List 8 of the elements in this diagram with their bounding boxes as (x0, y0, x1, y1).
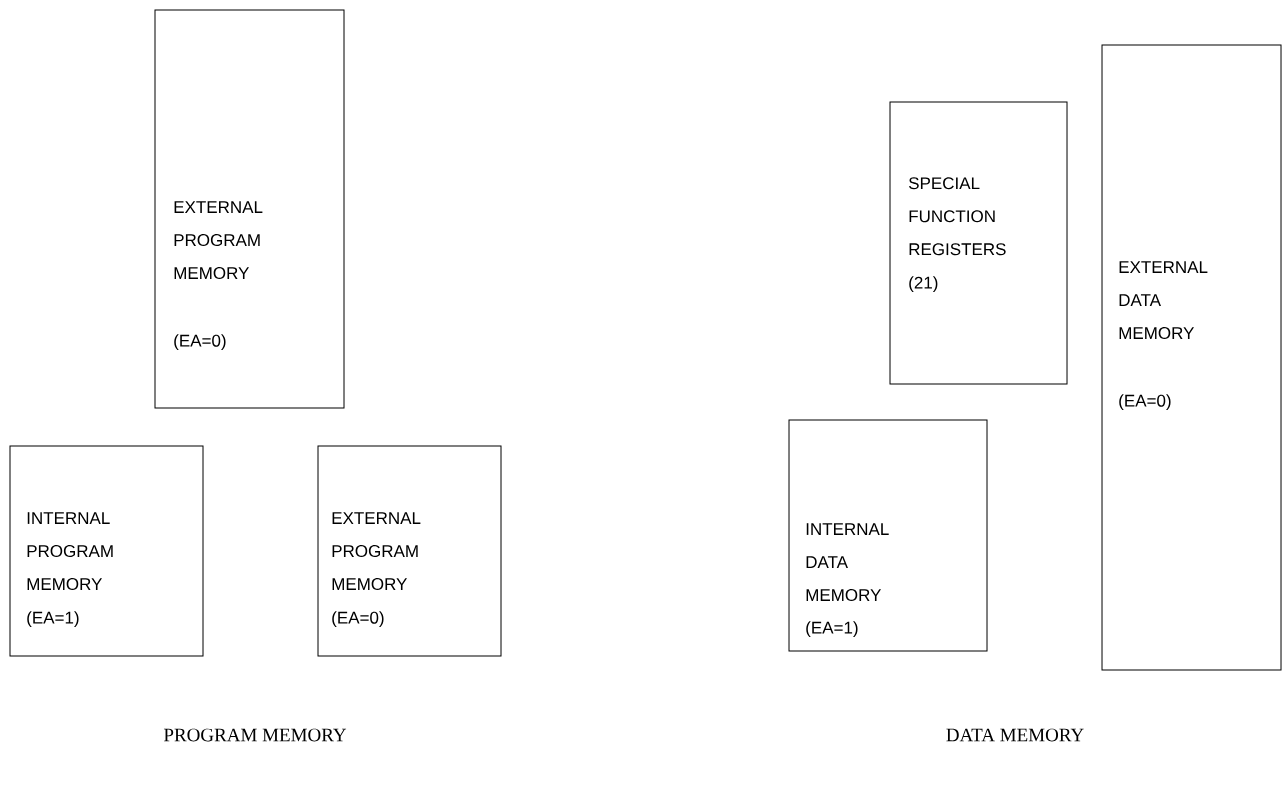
section-label: DATA MEMORY (946, 728, 1084, 742)
memory-box: EXTERNAL PROGRAM MEMORY (EA=0) (317, 445, 502, 657)
section-label: PROGRAM MEMORY (163, 728, 347, 742)
memory-box: EXTERNAL DATA MEMORY (EA=0) (1101, 44, 1282, 671)
memory-box: SPECIAL FUNCTION REGISTERS (21) (889, 101, 1068, 385)
memory-box: INTERNAL DATA MEMORY (EA=1) (788, 419, 988, 652)
memory-box: EXTERNAL PROGRAM MEMORY (EA=0) (154, 9, 345, 409)
memory-box: INTERNAL PROGRAM MEMORY (EA=1) (9, 445, 204, 657)
